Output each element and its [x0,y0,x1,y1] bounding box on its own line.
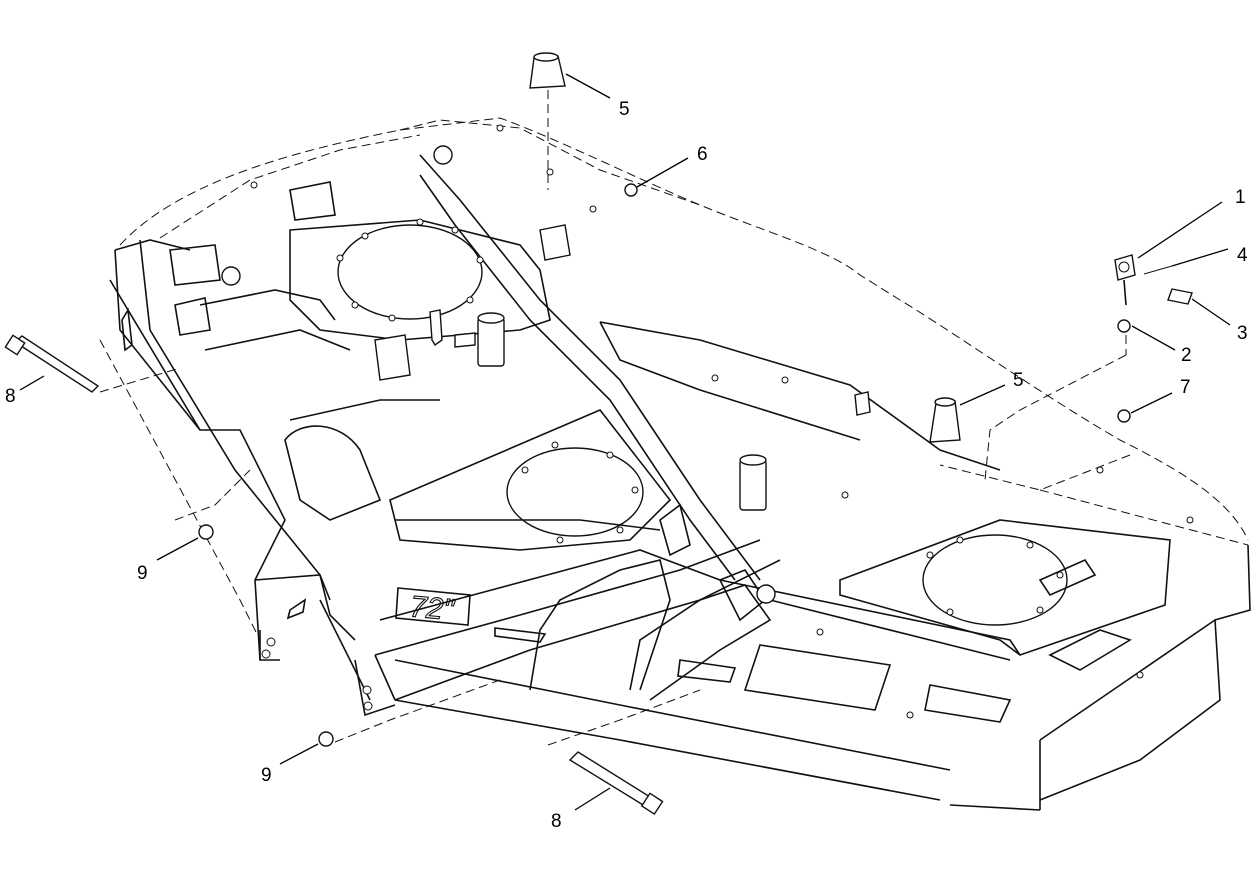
leader-6 [636,157,689,188]
deck-decals: 72" [169,181,1132,723]
clip-item-4 [1143,265,1173,275]
leader-8-left [19,375,45,391]
callout-5-top: 5 [619,99,630,120]
callout-6: 6 [697,144,708,165]
callout-2: 2 [1181,345,1192,366]
nut-item-9-bottom [318,731,334,747]
callout-9-top: 9 [137,563,148,584]
callouts: 1 2 3 4 5 5 6 7 8 8 9 9 [5,73,1248,832]
bolt-item-8-left [13,335,100,393]
bumper-right [929,400,961,443]
nut-item-2 [1117,319,1131,333]
callout-3: 3 [1237,323,1248,344]
nut-item-9-top [198,524,214,540]
callout-8-left: 8 [5,386,16,407]
leader-8-bottom [574,787,611,811]
pin-item-3 [1167,288,1193,305]
callout-7: 7 [1180,377,1191,398]
deck-shell [114,117,1251,811]
deck-hardware [221,145,871,604]
leader-3 [1191,298,1231,326]
leader-5-top [565,73,611,99]
deck-interior [284,219,1171,661]
callout-5-right: 5 [1013,370,1024,391]
leader-2 [1131,325,1176,351]
nut-item-6 [624,183,638,197]
leader-1 [1137,201,1223,259]
frame-rails [374,154,951,801]
exploded-parts [4,52,1193,816]
bolt-item-8-bottom [568,751,657,809]
left-frame-arm [99,239,396,717]
leader-9-top [156,537,199,561]
callout-8-bottom: 8 [551,811,562,832]
deck-size-marking: 72" [408,590,456,627]
callout-9-bottom: 9 [261,765,272,786]
callout-1: 1 [1235,187,1246,208]
leader-5-right [959,384,1006,406]
callout-4: 4 [1237,245,1248,266]
nut-item-7 [1117,409,1131,423]
leader-4 [1171,248,1229,267]
leader-7 [1130,392,1173,414]
leader-9-bottom [279,743,319,765]
